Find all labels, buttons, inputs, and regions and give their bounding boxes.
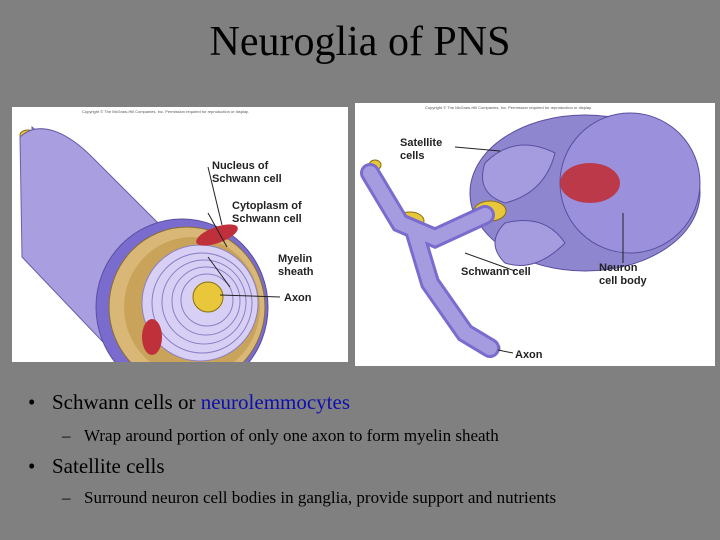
bullet-marker: • xyxy=(28,390,36,414)
sub-bullet-marker: – xyxy=(62,488,71,507)
sub-bullet-marker: – xyxy=(62,426,71,445)
bullet-item: • Satellite cells xyxy=(28,454,165,479)
sub-bullet-text: Surround neuron cell bodies in ganglia, … xyxy=(84,488,557,507)
bullet-text: Schwann cells or xyxy=(52,390,201,414)
bullet-highlight-term: neurolemmocytes xyxy=(200,390,351,414)
label-axon: Axon xyxy=(284,292,312,304)
bullet-text: Satellite cells xyxy=(52,454,165,478)
bullet-item: • Schwann cells or neurolemmocytes xyxy=(28,390,350,415)
slide-title: Neuroglia of PNS xyxy=(209,19,511,65)
sub-bullet-text: Wrap around portion of only one axon to … xyxy=(84,426,499,445)
label-axon: Axon xyxy=(515,349,543,361)
bullet-marker: • xyxy=(28,454,36,478)
sub-bullet-item: –Surround neuron cell bodies in ganglia,… xyxy=(62,488,556,508)
copyright-notice: Copyright © The McGraw-Hill Companies, I… xyxy=(82,109,249,114)
copyright-notice: Copyright © The McGraw-Hill Companies, I… xyxy=(425,105,592,110)
sub-bullet-item: –Wrap around portion of only one axon to… xyxy=(62,426,499,446)
satellite-cell-figure: Copyright © The McGraw-Hill Companies, I… xyxy=(355,103,715,366)
label-schwann-cell: Schwann cell xyxy=(461,266,531,278)
schwann-cell-figure: Copyright © The McGraw-Hill Companies, I… xyxy=(12,107,348,362)
